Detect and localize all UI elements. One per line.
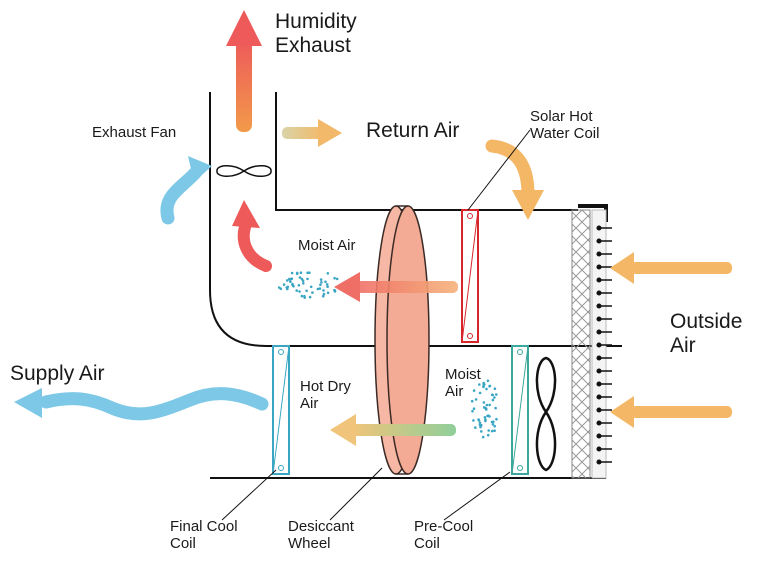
hot-dry-air-arrow bbox=[330, 414, 456, 446]
exhaust-intake-arrow bbox=[160, 156, 212, 225]
label-desiccant-wheel: Desiccant Wheel bbox=[288, 518, 354, 553]
solar-label-line-1: Solar Hot bbox=[530, 108, 593, 125]
pre-cool-line-1: Pre-Cool bbox=[414, 518, 474, 535]
outside-air-line-2: Air bbox=[670, 334, 696, 358]
moist-bottom-line-1: Moist bbox=[445, 366, 481, 383]
desiccant-line-1: Desiccant bbox=[288, 518, 354, 535]
label-moist-air-bottom: Moist Air bbox=[445, 366, 481, 401]
solar-hot-water-coil bbox=[461, 209, 479, 343]
supply-air-arrow bbox=[14, 387, 269, 421]
solar-curve-arrow bbox=[485, 139, 544, 220]
supply-fan-icon bbox=[535, 356, 557, 472]
label-supply-air: Supply Air bbox=[10, 362, 105, 385]
hot-dry-line-2: Air bbox=[300, 395, 319, 413]
label-pre-cool-coil: Pre-Cool Coil bbox=[414, 518, 473, 553]
outside-air-arrow-bottom bbox=[610, 396, 732, 428]
label-final-cool-coil: Final Cool Coil bbox=[170, 518, 238, 553]
moist-bottom-line-2: Air bbox=[445, 383, 464, 401]
pre-cool-line-2: Coil bbox=[414, 535, 440, 553]
humidity-exhaust-line-2: Exhaust bbox=[275, 34, 351, 58]
leader-lines bbox=[221, 129, 531, 521]
label-outside-air: Outside Air bbox=[670, 310, 742, 358]
humidity-exhaust-line-1: Humidity bbox=[275, 10, 357, 33]
pre-cool-coil bbox=[511, 345, 529, 475]
outside-air-filter bbox=[571, 209, 612, 479]
moist-air-particles-bottom bbox=[470, 379, 498, 439]
desiccant-line-2: Wheel bbox=[288, 535, 331, 553]
moist-air-particles-top bbox=[277, 271, 339, 299]
humidity-exhaust-arrow bbox=[226, 10, 262, 132]
return-air-arrow bbox=[282, 119, 342, 147]
moist-air-curve-arrow bbox=[232, 200, 272, 272]
outside-air-arrow-top bbox=[610, 252, 732, 284]
label-return-air: Return Air bbox=[366, 119, 460, 142]
outside-air-line-1: Outside bbox=[670, 310, 743, 333]
solar-label-line-2: Water Coil bbox=[530, 125, 600, 143]
label-exhaust-fan: Exhaust Fan bbox=[92, 124, 177, 141]
final-cool-coil bbox=[272, 345, 290, 475]
label-humidity-exhaust: Humidity Exhaust bbox=[275, 10, 357, 58]
moist-air-flow-arrow bbox=[334, 272, 458, 302]
hot-dry-line-1: Hot Dry bbox=[300, 378, 351, 395]
exhaust-fan-icon bbox=[216, 165, 272, 177]
desiccant-wheel bbox=[374, 205, 430, 475]
label-moist-air-top: Moist Air bbox=[298, 237, 356, 254]
label-solar-hot-water-coil: Solar Hot Water Coil bbox=[530, 108, 599, 143]
final-cool-line-2: Coil bbox=[170, 535, 196, 553]
final-cool-line-1: Final Cool bbox=[170, 518, 238, 535]
label-hot-dry-air: Hot Dry Air bbox=[300, 378, 351, 413]
